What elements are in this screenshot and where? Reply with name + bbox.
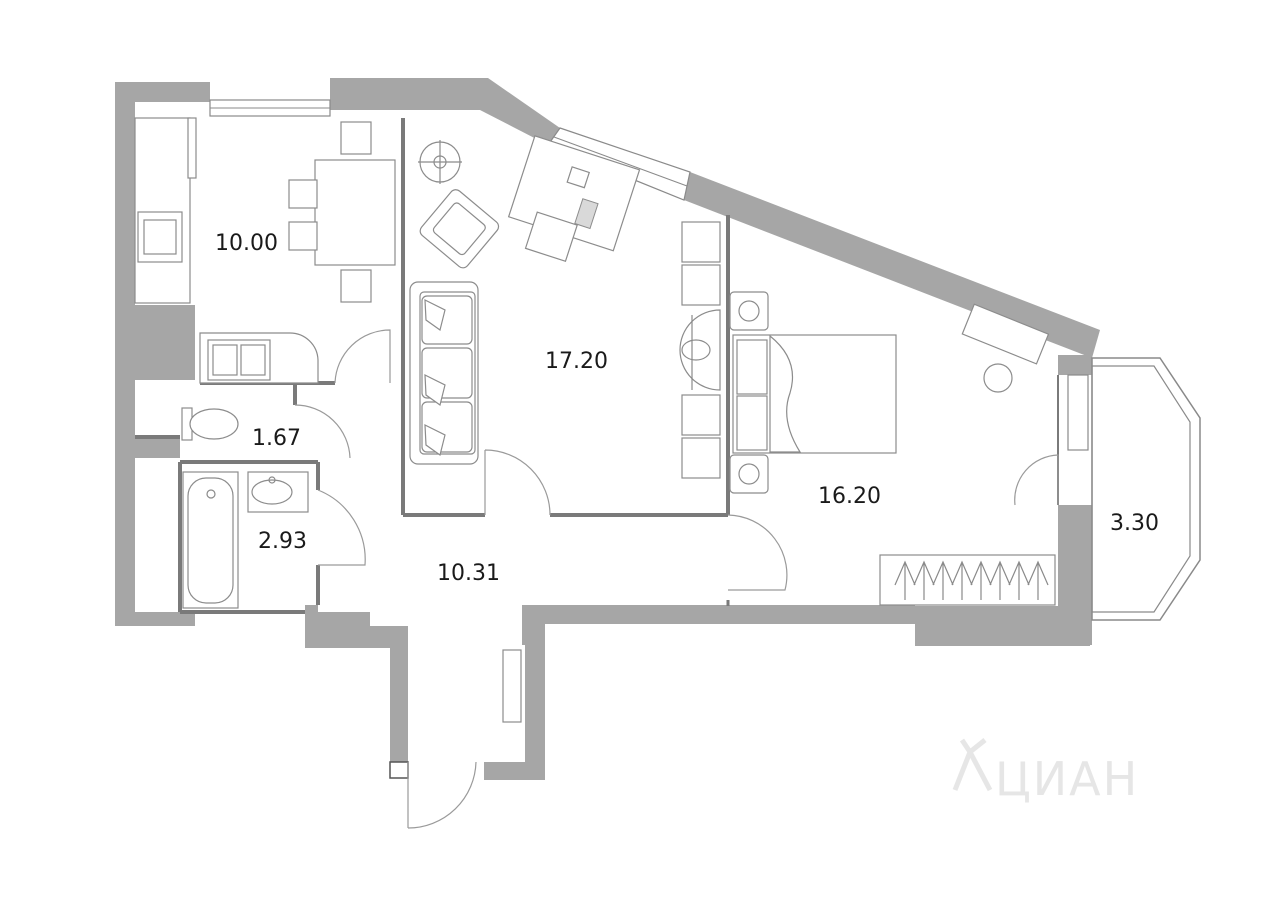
balcony-outline (1091, 357, 1201, 621)
area-label-bathroom: 2.93 (258, 529, 307, 554)
area-label-hallway: 10.31 (437, 561, 500, 586)
area-labels: 10.00 17.20 1.67 2.93 10.31 16.20 3.30 (215, 231, 1159, 586)
wardrobe-hangers (894, 560, 1049, 600)
bathroom-fixtures (181, 407, 309, 609)
bedroom-furniture (729, 291, 1056, 606)
area-label-toilet: 1.67 (252, 426, 301, 451)
area-label-kitchen: 10.00 (215, 231, 278, 256)
watermark: ЦИАН (952, 738, 1139, 806)
kitchen-furniture (134, 117, 396, 384)
area-label-balcony: 3.30 (1110, 511, 1159, 536)
living-room-furniture (409, 135, 721, 479)
watermark-text: ЦИАН (995, 752, 1139, 806)
outer-walls (115, 78, 1100, 780)
area-label-bedroom: 16.20 (818, 484, 881, 509)
area-label-living-room: 17.20 (545, 349, 608, 374)
doors (294, 329, 1059, 829)
